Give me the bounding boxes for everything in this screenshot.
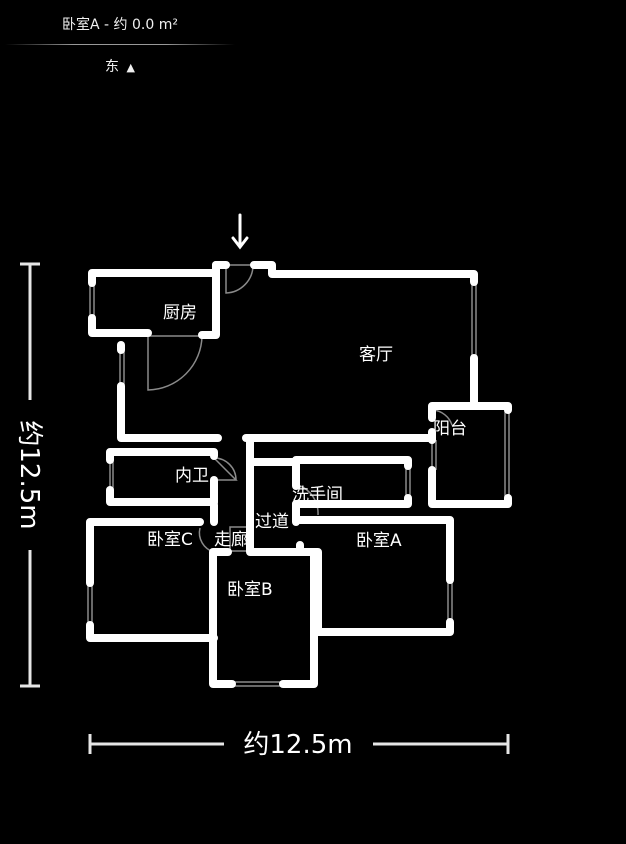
room-label-bedroom-c: 卧室C (147, 530, 193, 550)
walls (86, 261, 512, 688)
compass-direction: 东 ▲ (0, 56, 240, 76)
room-label-washroom: 洗手间 (292, 485, 343, 505)
room-label-passage: 过道 (255, 512, 289, 532)
selected-room-title: 卧室A - 约 0.0 m² (62, 17, 178, 33)
doors-and-windows (87, 264, 510, 687)
header-divider (5, 44, 235, 45)
room-label-kitchen: 厨房 (163, 303, 197, 323)
room-label-bedroom-a: 卧室A (356, 531, 402, 551)
room-label-balcony: 阳台 (433, 419, 467, 439)
room-label-bedroom-b: 卧室B (227, 580, 273, 600)
triangle-up-icon: ▲ (126, 61, 135, 74)
height-dimension-line (20, 262, 40, 688)
arrow-down-icon (231, 213, 249, 250)
compass-label: 东 (105, 59, 120, 75)
width-dimension-line (88, 734, 510, 754)
height-dimension-label: 约12.5m (14, 420, 44, 529)
room-label-corridor: 走廊 (214, 530, 248, 550)
room-label-inner-bath: 内卫 (175, 466, 209, 486)
room-label-living-room: 客厅 (359, 345, 393, 365)
width-dimension-label: 约12.5m (243, 730, 352, 760)
